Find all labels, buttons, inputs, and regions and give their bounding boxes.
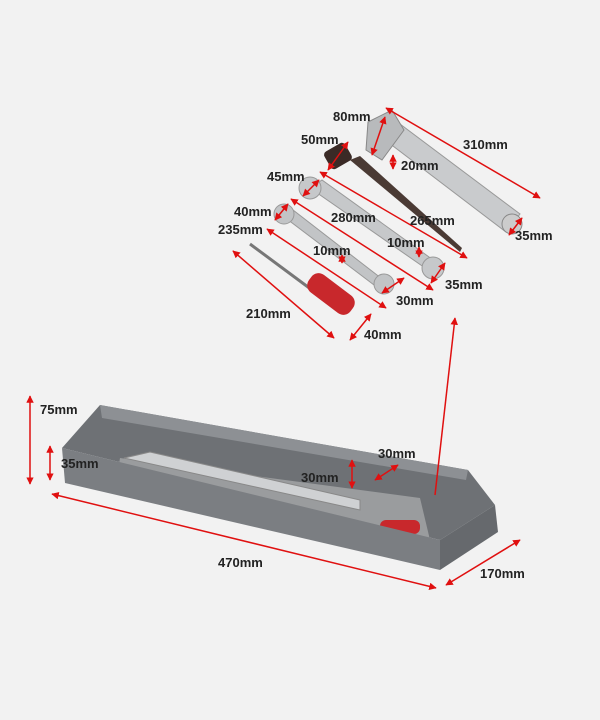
label-ratchet-head: 50mm [301,132,339,147]
label-tray-height: 75mm [40,402,78,417]
label-tray-inner: 30mm [301,470,339,485]
label-tray-lip: 30mm [378,446,416,461]
label-small-shank: 10mm [313,243,351,258]
label-wrench-length: 310mm [463,137,508,152]
label-large-length: 280mm [331,210,376,225]
dim-arrow-large-head [302,179,320,197]
pointer-arrow [434,317,458,496]
label-wrench-end: 35mm [515,228,553,243]
dim-arrow-wrench-length [385,107,541,199]
dim-arrow-screwdriver-length [232,250,335,339]
dim-arrow-ratchet-head [327,141,349,171]
label-ratchet-length: 265mm [410,213,455,228]
label-wrench-jaw: 80mm [333,109,371,124]
label-large-head: 45mm [267,169,305,184]
dim-arrow-tray-length [51,491,437,591]
label-large-shank: 10mm [387,235,425,250]
label-small-length: 235mm [218,222,263,237]
label-tray-depth: 170mm [480,566,525,581]
label-wrench-opening: 20mm [401,158,439,173]
dim-arrow-wrench-jaw [370,116,387,156]
label-tray-front: 35mm [61,456,99,471]
label-large-ring: 35mm [445,277,483,292]
large-combination-wrench [298,176,445,280]
label-screwdriver-length: 210mm [246,306,291,321]
dim-arrow-wrench-end [508,217,523,236]
label-screwdriver-handle: 40mm [364,327,402,342]
label-small-head: 40mm [234,204,272,219]
label-small-ring: 30mm [396,293,434,308]
dim-arrow-small-head [274,203,289,221]
dim-arrow-screwdriver-handle [349,313,372,341]
dim-arrow-large-ring [430,262,446,284]
dim-arrow-tray-lip [374,464,399,481]
dim-arrow-small-ring [381,277,405,294]
tool-tray [62,405,498,570]
label-tray-length: 470mm [218,555,263,570]
dim-arrow-tray-depth [445,539,521,586]
